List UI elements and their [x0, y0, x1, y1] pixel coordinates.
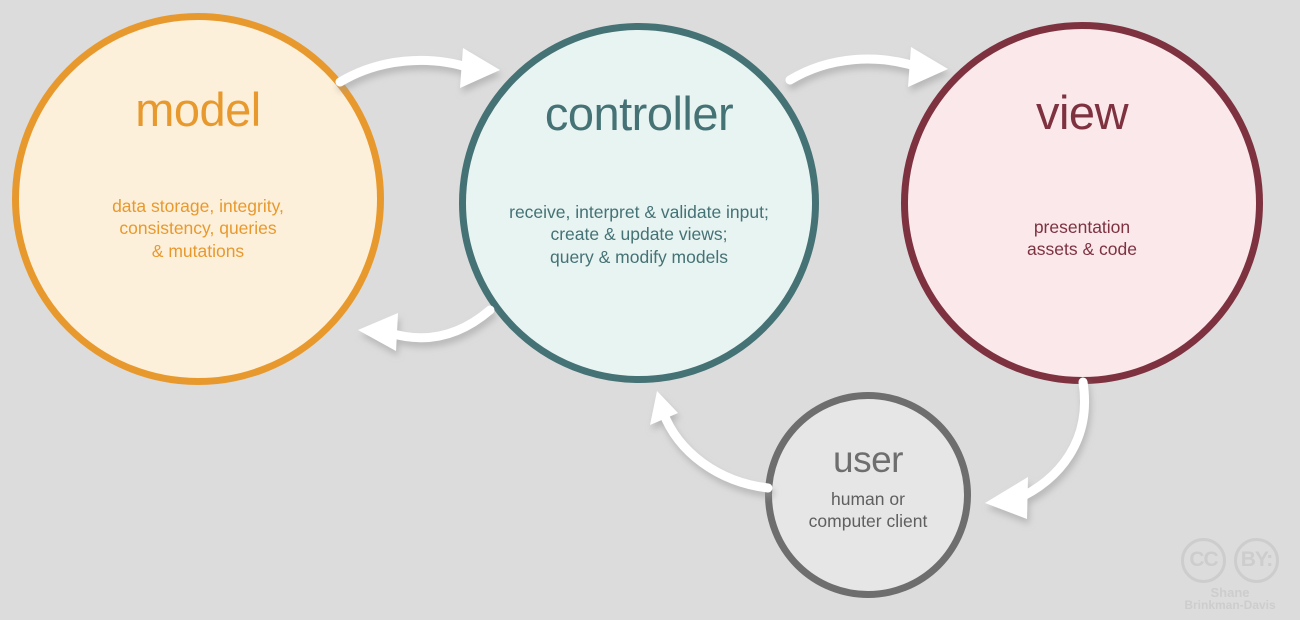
- node-model-desc-line: & mutations: [151, 240, 245, 261]
- node-controller-description: receive, interpret & validate input; cre…: [509, 201, 769, 268]
- node-view-desc-line: presentation: [1033, 217, 1131, 237]
- node-model-desc-line: consistency, queries: [119, 218, 277, 239]
- arrow-model-to-controller: [335, 48, 500, 88]
- attribution-by-icon: BY:: [1234, 537, 1279, 583]
- license-badge: CC BY: Shane Brinkman-Davis: [1170, 537, 1290, 613]
- node-view-description: presentation assets & code: [1027, 216, 1137, 261]
- node-view-desc-line: assets & code: [1027, 239, 1137, 260]
- arrow-user-to-controller: [650, 391, 773, 493]
- node-controller-desc-line: query & modify models: [549, 246, 728, 267]
- node-user[interactable]: user human or computer client: [765, 392, 971, 598]
- author-first-name: Shane: [1210, 584, 1250, 600]
- node-user-desc-line: computer client: [808, 511, 928, 532]
- arrow-controller-to-model: [358, 305, 495, 351]
- node-controller-desc-line: create & update views;: [550, 224, 728, 245]
- node-model-desc-line: data storage, integrity,: [112, 196, 284, 216]
- node-view[interactable]: view presentation assets & code: [901, 22, 1263, 384]
- node-controller[interactable]: controller receive, interpret & validate…: [459, 23, 819, 383]
- node-view-title: view: [1035, 86, 1129, 139]
- author-last-name: Brinkman-Davis: [1184, 598, 1276, 613]
- node-user-desc-line: human or: [831, 489, 905, 509]
- node-controller-title: controller: [544, 87, 734, 140]
- arrow-controller-to-view: [785, 47, 948, 87]
- author-credit: Shane Brinkman-Davis: [1184, 584, 1276, 613]
- node-model-title: model: [135, 83, 261, 136]
- creative-commons-icon: CC: [1181, 537, 1226, 583]
- node-user-title: user: [833, 439, 903, 480]
- arrow-view-to-user: [985, 377, 1089, 519]
- node-user-description: human or computer client: [809, 488, 928, 533]
- node-controller-desc-line: receive, interpret & validate input;: [509, 202, 769, 222]
- node-model[interactable]: model data storage, integrity, consisten…: [12, 13, 384, 385]
- license-marks: CC BY:: [1181, 537, 1279, 583]
- node-model-description: data storage, integrity, consistency, qu…: [112, 195, 284, 262]
